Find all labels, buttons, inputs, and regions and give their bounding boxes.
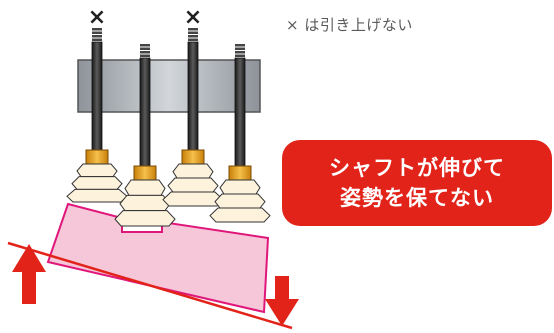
cup4-thread: [235, 51, 245, 54]
cup2-bellows-fold: [114, 210, 176, 227]
cup4-thread: [235, 54, 245, 57]
cup2-thread: [140, 54, 150, 57]
cup1-bellows-fold: [66, 188, 128, 203]
cup1-fitting: [85, 149, 109, 165]
cup3-marker: ×: [184, 5, 202, 30]
cup1-thread: [92, 38, 102, 41]
warning-callout: シャフトが伸びて 姿勢を保てない: [282, 140, 552, 226]
cup1-bellows-fold: [71, 176, 123, 190]
cup3-thread: [188, 31, 198, 34]
cup2-fitting: [133, 165, 157, 181]
cup3-thread: [188, 35, 198, 38]
cup1-thread: [92, 31, 102, 34]
mounting-plate: [77, 59, 261, 113]
callout-line-2: 姿勢を保てない: [340, 186, 494, 210]
cup3-bellows-fold: [162, 191, 224, 207]
cup1-thread: [92, 35, 102, 38]
up-arrow-icon: [12, 244, 46, 304]
cup3-thread: [188, 38, 198, 41]
x-mark-icon: × ×: [88, 5, 202, 30]
cup4-shaft: [234, 57, 246, 167]
cup1-marker: ×: [88, 5, 106, 30]
cup2-thread: [140, 47, 150, 50]
cup3-fitting: [181, 149, 205, 165]
cup2-thread: [140, 51, 150, 54]
callout-line-1: シャフトが伸びて: [329, 155, 505, 180]
cup3-bellows-fold: [172, 163, 214, 179]
cup4-bellows-fold: [219, 179, 261, 195]
cup1-thread: [92, 28, 102, 31]
cup4-bellows-fold: [209, 207, 271, 223]
cup4-fitting: [228, 165, 252, 181]
cup3-thread: [188, 28, 198, 31]
cup4-bellows-fold: [214, 193, 266, 209]
cup4-thread: [235, 47, 245, 50]
cup3-bellows-fold: [167, 177, 219, 193]
cup3-shaft: [187, 41, 199, 151]
cup2-shaft: [139, 57, 151, 167]
tilt-line: [7, 241, 293, 330]
cup2-bellows-fold: [124, 179, 166, 196]
cup4-thread: [235, 44, 245, 47]
cup2-thread: [140, 44, 150, 47]
cup1-shaft: [91, 41, 103, 151]
cup2-bellows-fold: [119, 194, 171, 212]
down-arrow-icon: [265, 276, 299, 326]
caption-text: × は引き上げない: [286, 16, 413, 34]
cup1-bellows-fold: [76, 163, 118, 178]
